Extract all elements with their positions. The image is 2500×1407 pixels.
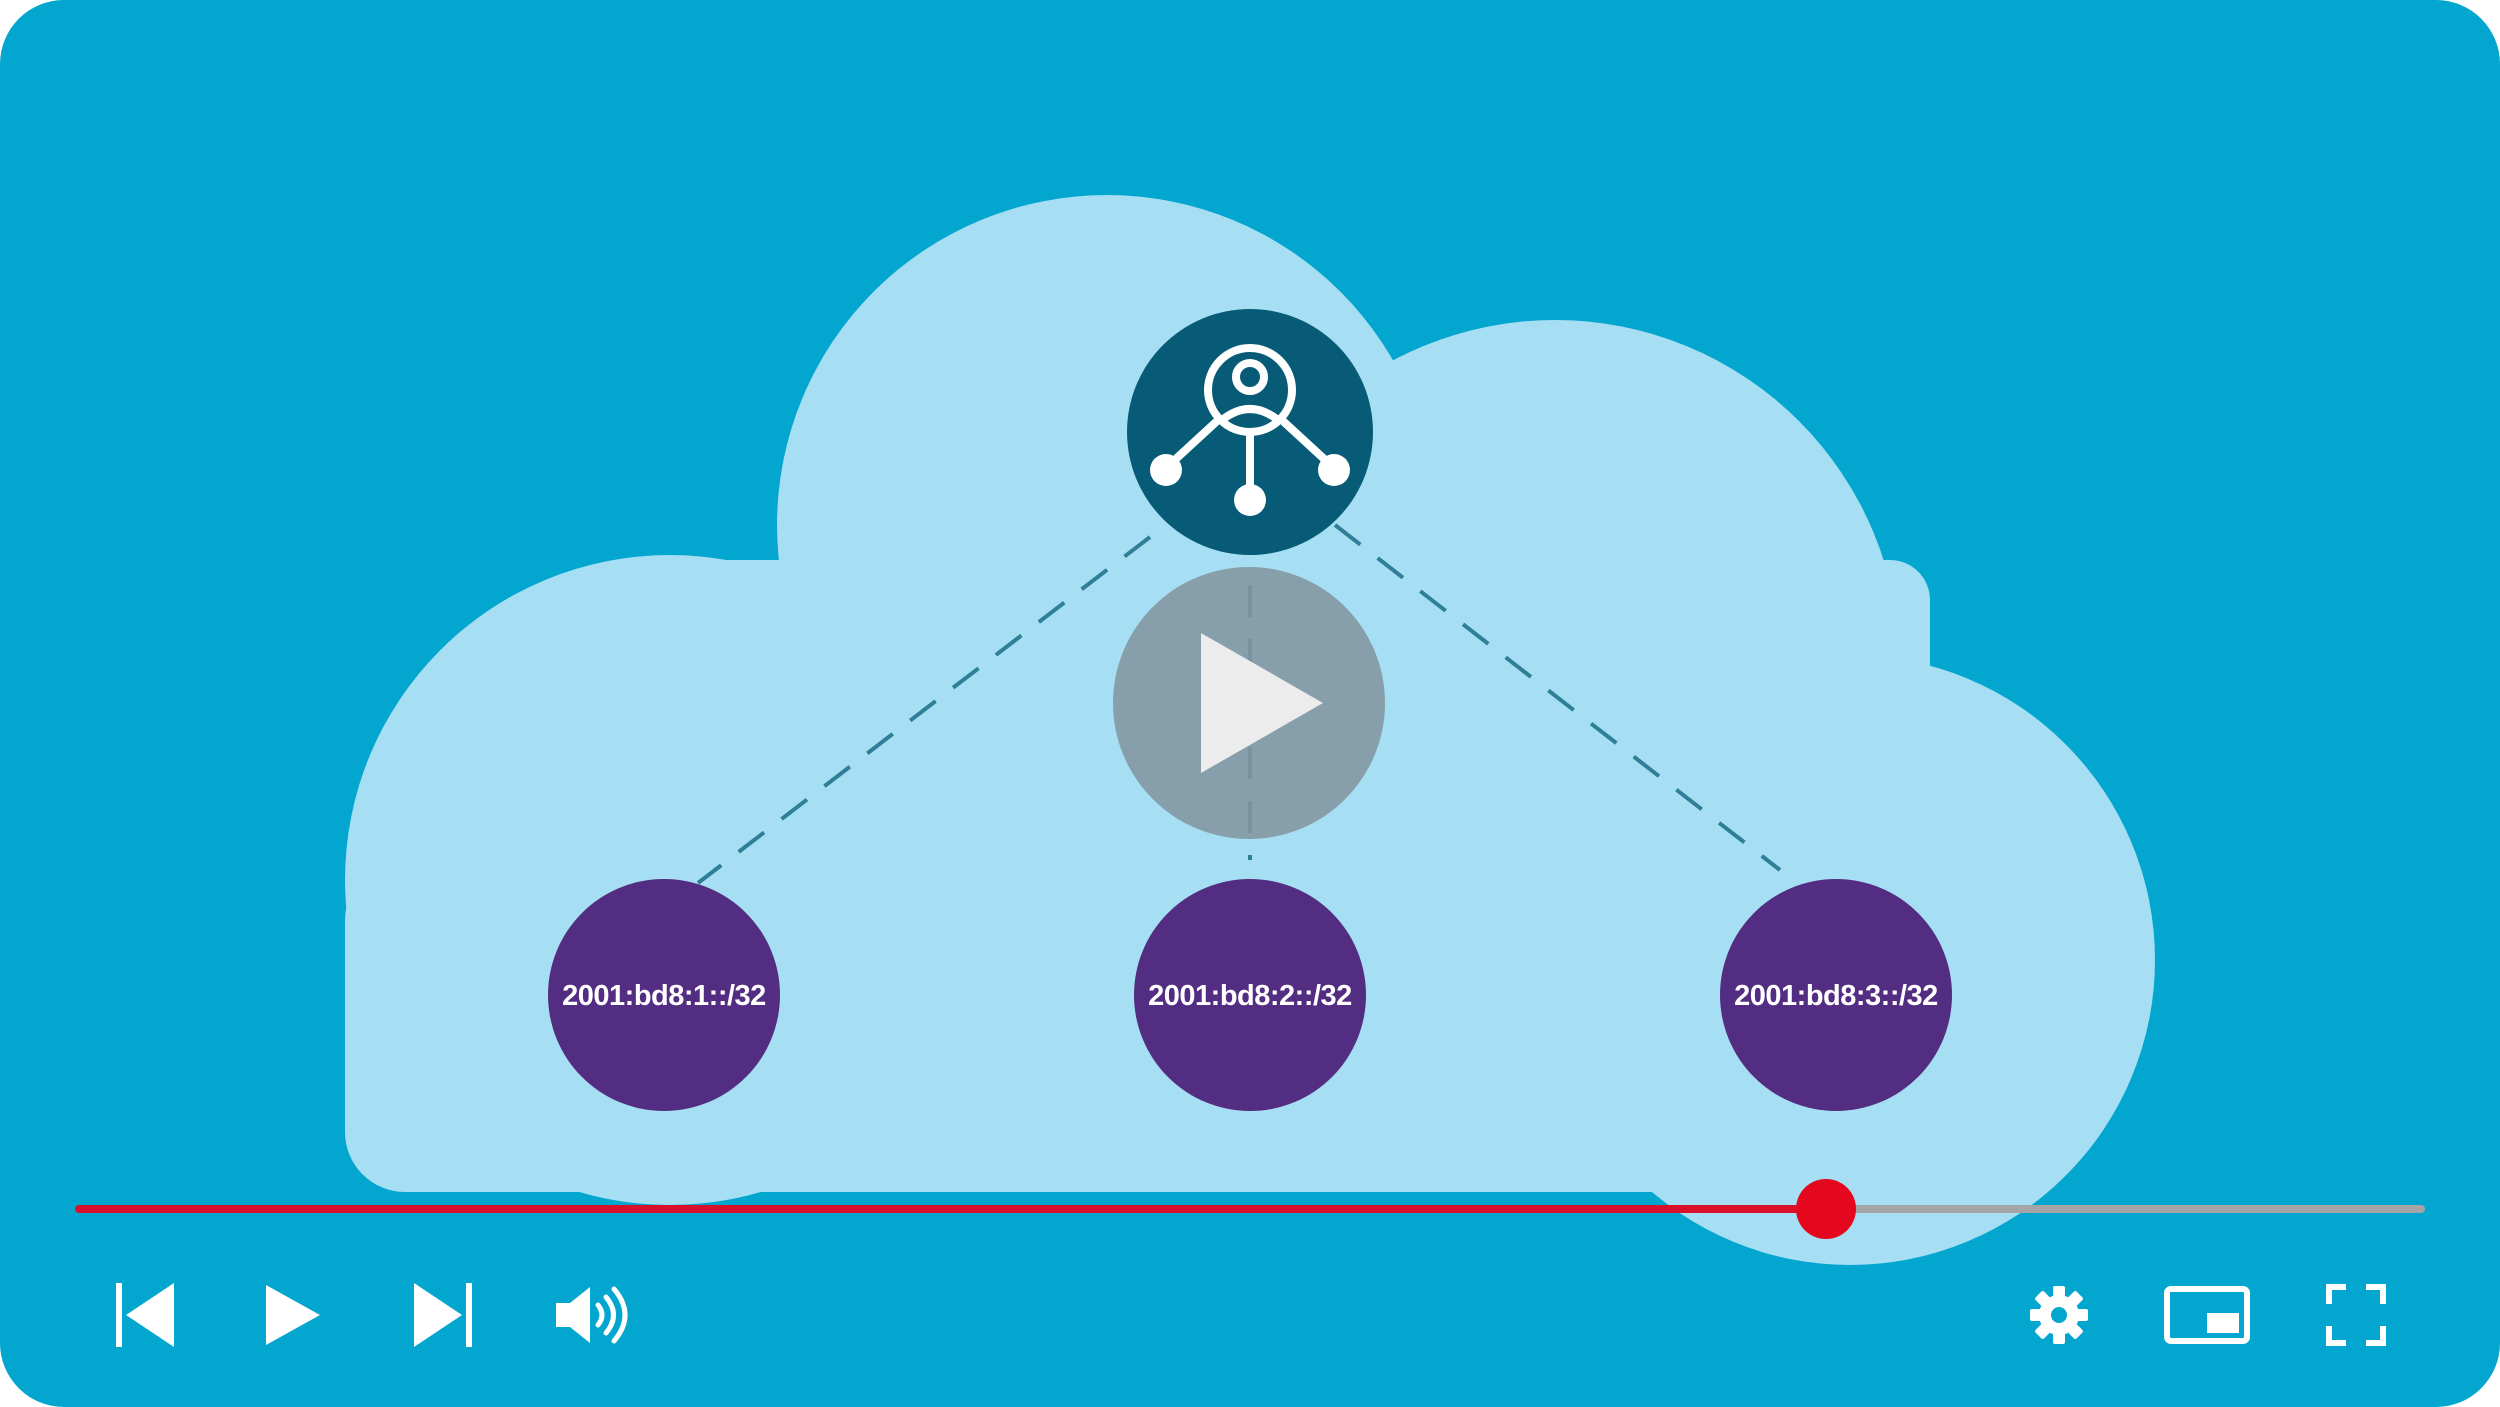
- play-icon: [1201, 633, 1323, 773]
- play-icon: [266, 1285, 320, 1345]
- fullscreen-button[interactable]: [2325, 1275, 2387, 1355]
- miniplayer-button[interactable]: [2163, 1275, 2251, 1355]
- settings-gear-icon: [2030, 1286, 2088, 1344]
- next-button[interactable]: [410, 1275, 476, 1355]
- progress-played: [75, 1205, 1826, 1213]
- skip-next-icon: [414, 1283, 472, 1347]
- connector-line-left: [696, 535, 1152, 885]
- progress-scrubber-handle[interactable]: [1795, 1179, 1856, 1239]
- subnet-node-3-label: 2001:bd8:3::/32: [1734, 980, 1938, 1012]
- fullscreen-icon: [2326, 1284, 2386, 1346]
- settings-button[interactable]: [2028, 1275, 2090, 1355]
- previous-button[interactable]: [112, 1275, 178, 1355]
- volume-button[interactable]: [552, 1275, 628, 1355]
- volume-icon: [556, 1286, 628, 1344]
- big-play-button[interactable]: [1113, 567, 1385, 839]
- miniplayer-icon: [2164, 1286, 2250, 1344]
- progress-bar[interactable]: [75, 1179, 2425, 1239]
- subnet-node-2: 2001:bd8:2::/32: [1134, 879, 1366, 1111]
- subnet-node-3: 2001:bd8:3::/32: [1720, 879, 1952, 1111]
- subnet-node-2-label: 2001:bd8:2::/32: [1148, 980, 1352, 1012]
- subnet-node-1: 2001:bd8:1::/32: [548, 879, 780, 1111]
- play-button[interactable]: [262, 1275, 324, 1355]
- connector-line-right: [1333, 523, 1782, 872]
- network-hub-person-icon: [1127, 309, 1373, 555]
- subnet-node-1-label: 2001:bd8:1::/32: [562, 980, 766, 1012]
- skip-previous-icon: [116, 1283, 174, 1347]
